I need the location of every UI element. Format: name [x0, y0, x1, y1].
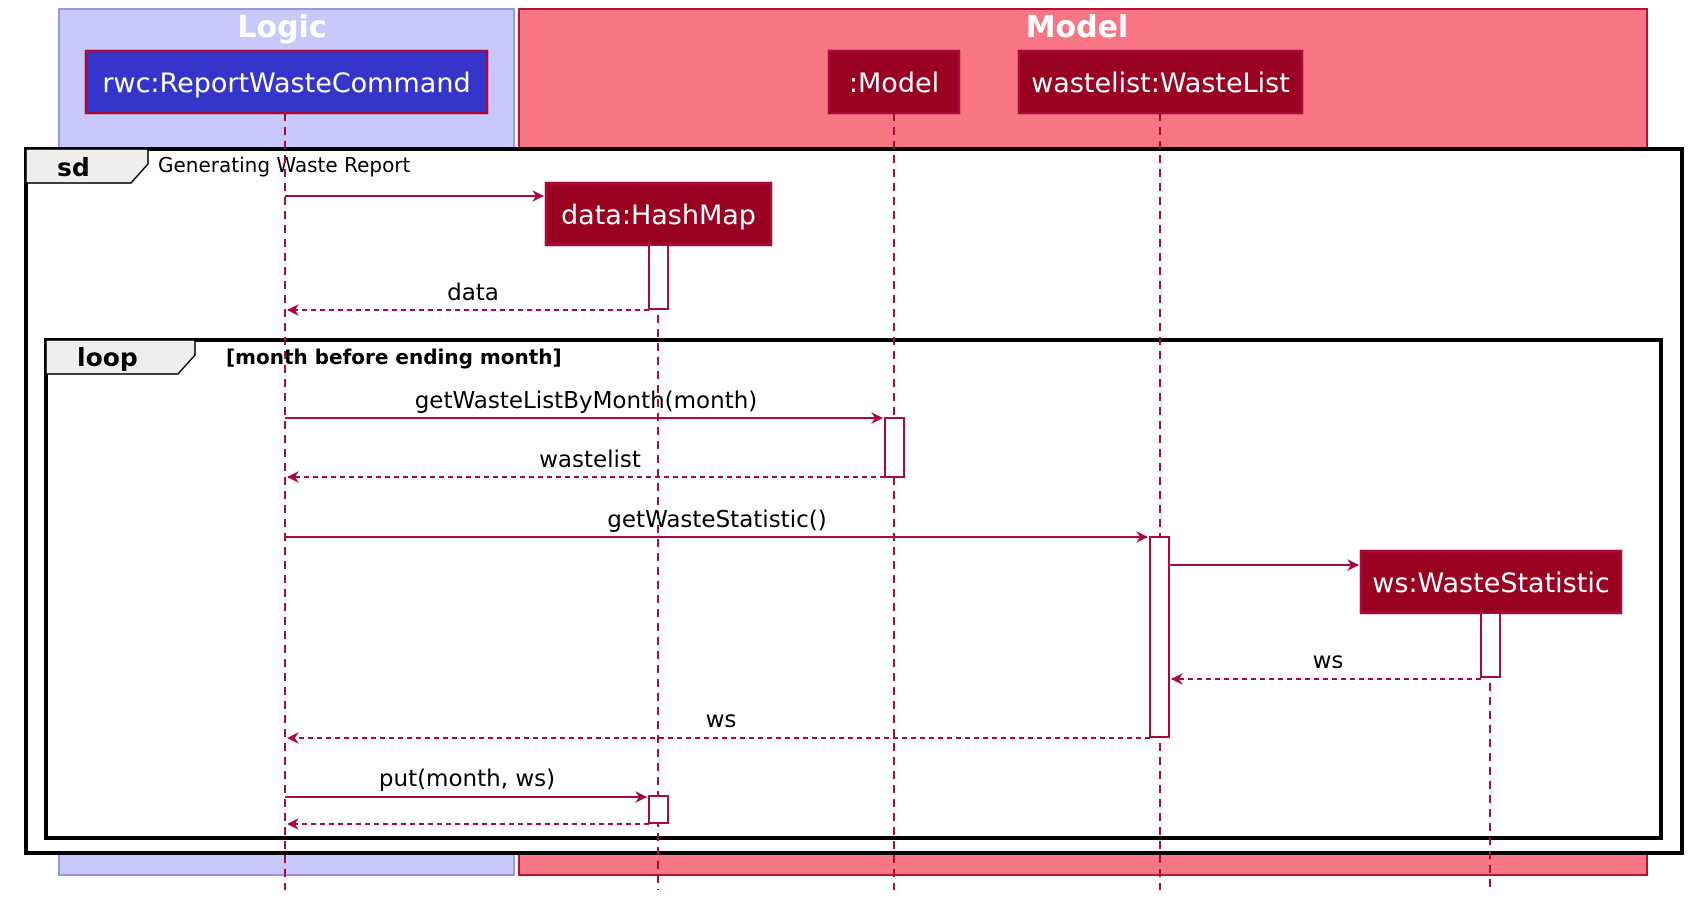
msg-label-m9: put(month, ws)	[379, 766, 555, 792]
participant-data-label: data:HashMap	[561, 200, 756, 231]
model-box-title: Model	[1026, 10, 1129, 45]
msg-label-m8: ws	[706, 707, 737, 733]
msg-label-m3: getWasteListByMonth(month)	[415, 388, 758, 414]
sd-frame: sd Generating Waste Report	[24, 147, 1684, 855]
logic-box-title: Logic	[237, 10, 326, 45]
activation-wastelist	[1149, 536, 1170, 738]
msg-label-m4: wastelist	[539, 447, 641, 473]
loop-guard: [month before ending month]	[226, 345, 562, 369]
activation-model	[884, 417, 905, 478]
sd-keyword: sd	[57, 153, 90, 182]
participant-wastelist-label: wastelist:WasteList	[1031, 68, 1290, 99]
activation-data-1	[648, 244, 669, 310]
messages	[285, 190, 1481, 830]
participant-model-label: :Model	[849, 68, 939, 99]
activation-ws	[1480, 612, 1501, 678]
participant-model: :Model	[827, 49, 961, 115]
participant-ws-label: ws:WasteStatistic	[1372, 568, 1609, 599]
participant-wastelist: wastelist:WasteList	[1017, 49, 1304, 115]
loop-keyword: loop	[77, 343, 138, 372]
msg-label-m7: ws	[1313, 648, 1344, 674]
msg-label-m2: data	[447, 280, 499, 306]
activations	[648, 244, 1501, 824]
msg-label-m5: getWasteStatistic()	[607, 507, 826, 533]
participant-rwc: rwc:ReportWasteCommand	[84, 49, 489, 115]
participant-data: data:HashMap	[544, 181, 773, 247]
participant-ws: ws:WasteStatistic	[1359, 549, 1623, 615]
participant-rwc-label: rwc:ReportWasteCommand	[102, 68, 470, 99]
message-labels: data getWasteListByMonth(month) wastelis…	[379, 280, 1344, 792]
loop-frame: loop [month before ending month]	[44, 338, 1663, 840]
activation-data-2	[648, 795, 669, 824]
